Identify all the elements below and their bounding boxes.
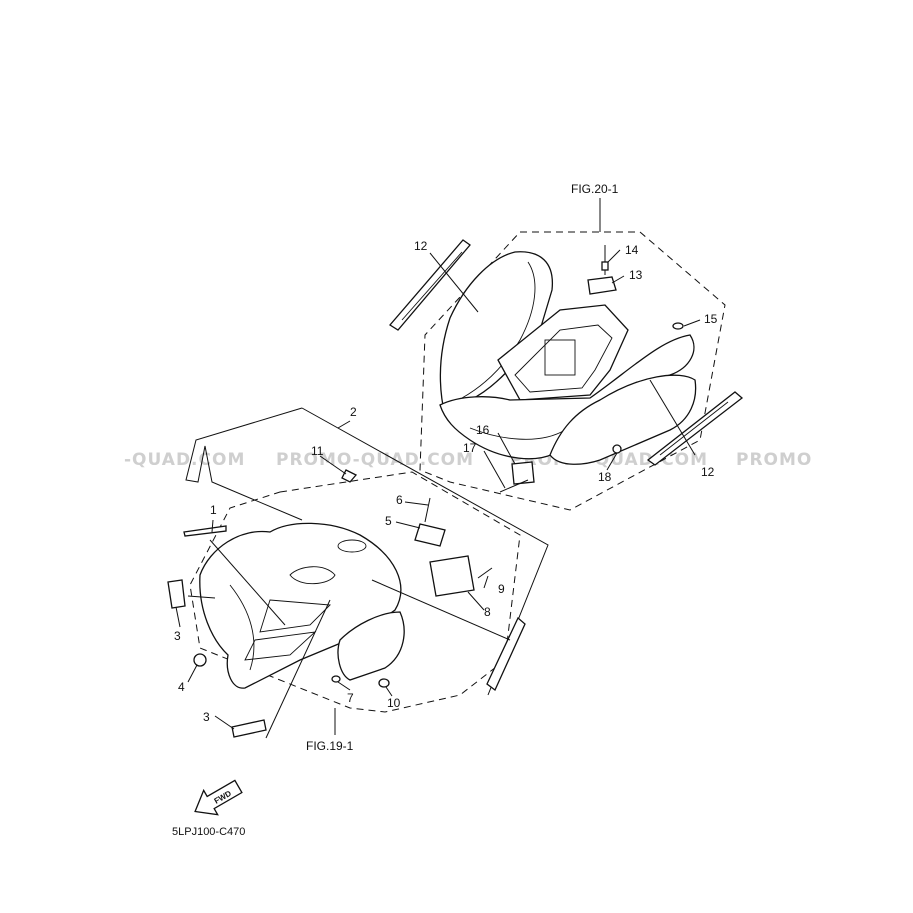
leader-9 bbox=[483, 575, 489, 589]
front-fender-body bbox=[199, 522, 402, 689]
grommet-10 bbox=[378, 678, 390, 688]
front-headlight bbox=[289, 566, 336, 585]
decal-1 bbox=[183, 525, 227, 537]
leader-16 bbox=[497, 432, 516, 465]
callout-3-side: 3 bbox=[174, 629, 181, 643]
leader-3a bbox=[175, 606, 181, 628]
leader-12b bbox=[649, 379, 696, 456]
front-frame-left bbox=[185, 407, 303, 521]
callout-7: 7 bbox=[347, 691, 354, 705]
callout-18: 18 bbox=[598, 470, 612, 484]
callout-11: 11 bbox=[311, 444, 324, 458]
clip-15 bbox=[672, 322, 684, 330]
callout-8: 8 bbox=[484, 605, 491, 619]
callout-16: 16 bbox=[476, 423, 490, 437]
fig-19-1-label: FIG.19-1 bbox=[306, 739, 354, 753]
callout-12-right: 12 bbox=[701, 465, 715, 479]
leader-2b bbox=[371, 579, 511, 641]
leader-1b bbox=[209, 539, 286, 626]
reflector-16 bbox=[511, 461, 535, 485]
callout-1: 1 bbox=[210, 503, 217, 517]
callout-12-left: 12 bbox=[414, 239, 428, 253]
plate-8 bbox=[429, 555, 475, 597]
leader-7 bbox=[337, 681, 351, 691]
callout-6: 6 bbox=[396, 493, 403, 507]
leader-17 bbox=[483, 450, 506, 489]
fwd-arrow: FWD bbox=[194, 779, 243, 816]
rear-fender-contour bbox=[469, 427, 566, 440]
leader-3b bbox=[214, 715, 235, 730]
leader-12a bbox=[429, 252, 479, 313]
callout-14: 14 bbox=[625, 243, 639, 257]
callout-9: 9 bbox=[498, 582, 505, 596]
emblem-4 bbox=[193, 653, 207, 667]
callout-15: 15 bbox=[704, 312, 718, 326]
leader-3b-b bbox=[265, 599, 331, 739]
callout-13: 13 bbox=[629, 268, 643, 282]
fuel-cap-opening bbox=[337, 539, 367, 553]
rear-decal-left-stripe bbox=[401, 251, 463, 321]
leader-3a-b bbox=[187, 595, 216, 599]
leader-14 bbox=[607, 249, 621, 263]
screw-17 bbox=[499, 479, 529, 493]
leader-6 bbox=[404, 501, 429, 506]
emblem-3-front bbox=[231, 719, 267, 738]
callout-10: 10 bbox=[387, 696, 401, 710]
watermark-text-4: PROMO bbox=[736, 450, 812, 470]
front-fender-contour-left bbox=[229, 584, 255, 671]
rear-decal-left bbox=[389, 239, 471, 331]
leader-18 bbox=[606, 452, 618, 471]
rear-fender-group: FIG.20-1 bbox=[389, 182, 744, 511]
front-grille-lower bbox=[244, 631, 317, 661]
callout-2: 2 bbox=[350, 405, 357, 419]
watermark-text-2: PROMO-QUAD.COM bbox=[276, 450, 474, 470]
leader-2 bbox=[337, 420, 351, 429]
rear-decal-right bbox=[646, 391, 744, 466]
fig-20-1-label: FIG.20-1 bbox=[571, 182, 619, 196]
rear-panel-left-contour bbox=[461, 261, 536, 399]
plate-5 bbox=[414, 523, 446, 547]
leader-15 bbox=[683, 319, 701, 327]
decal-2-stripe bbox=[486, 616, 526, 692]
front-assembly-outline bbox=[189, 471, 521, 713]
drawing-code: 5LPJ100-C470 bbox=[172, 826, 245, 838]
bolt-14-head bbox=[601, 261, 609, 271]
rear-assembly-outline bbox=[419, 231, 726, 511]
leader-8 bbox=[467, 591, 485, 611]
leader-4 bbox=[187, 664, 198, 683]
leader-1 bbox=[211, 519, 214, 533]
grommet-7 bbox=[331, 675, 341, 683]
label-13 bbox=[587, 276, 617, 295]
storage-box-compartment bbox=[544, 339, 576, 376]
leader-13 bbox=[611, 275, 625, 284]
emblem-3-side bbox=[167, 579, 186, 609]
leader-10 bbox=[385, 686, 393, 697]
bolt-6 bbox=[424, 497, 431, 523]
callout-17: 17 bbox=[463, 441, 477, 455]
rear-side-panel-right bbox=[549, 374, 697, 465]
bolt-9 bbox=[477, 567, 493, 579]
front-fender-group: FIG.19-1 bbox=[167, 405, 549, 753]
storage-box-inner bbox=[514, 324, 613, 393]
watermark-text-1: -QUAD.COM bbox=[124, 450, 245, 470]
callout-4: 4 bbox=[178, 680, 185, 694]
decal-11 bbox=[341, 469, 358, 483]
leader-5 bbox=[395, 521, 421, 529]
callout-5: 5 bbox=[385, 514, 392, 528]
front-side-panel bbox=[337, 611, 405, 681]
fwd-arrow-icon bbox=[194, 779, 243, 816]
rear-decal-right-stripe bbox=[659, 401, 729, 456]
leader-11 bbox=[319, 455, 347, 475]
nut-18 bbox=[612, 444, 622, 454]
callout-3-front: 3 bbox=[203, 710, 210, 724]
front-grille-upper bbox=[259, 599, 332, 633]
